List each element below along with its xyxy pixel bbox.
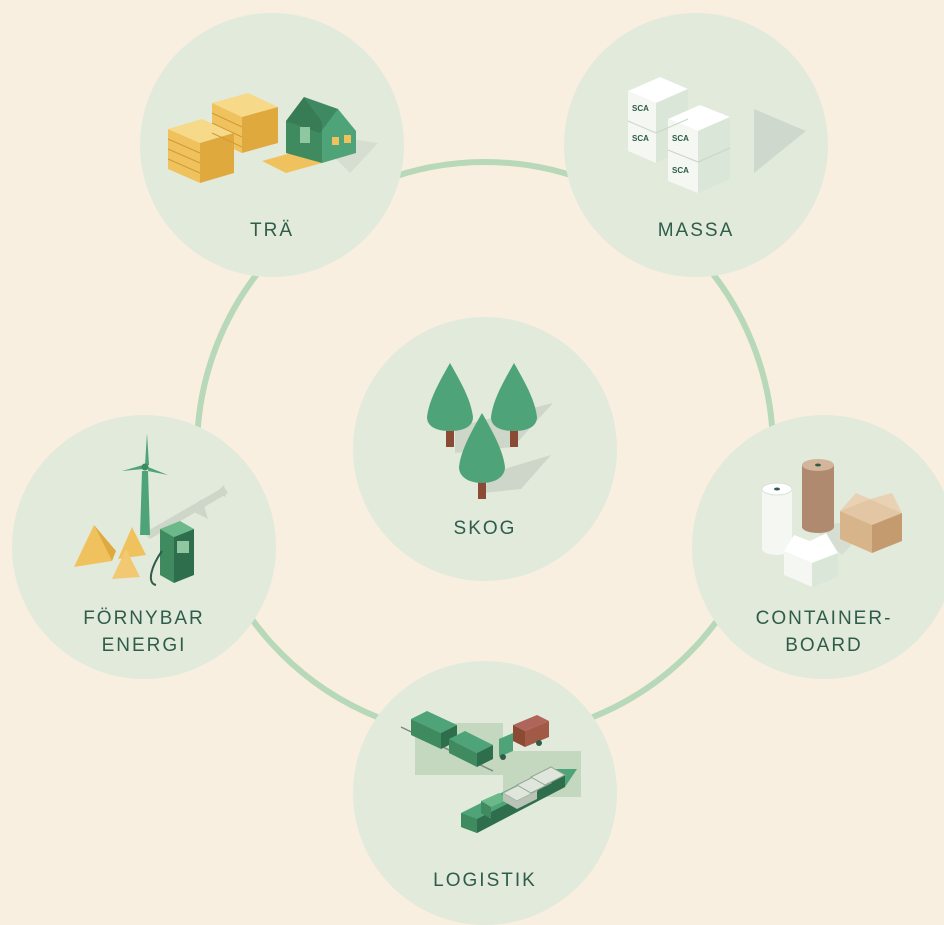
bale-logo: SCA	[632, 134, 649, 143]
pulp-bales-icon: SCA SCA SCA SCA	[627, 77, 806, 193]
label-line2: ENERGI	[101, 635, 187, 656]
center-label: SKOG	[453, 518, 517, 539]
node-containerboard: CONTAINER- BOARD	[692, 415, 944, 679]
node-tra: TRÄ	[140, 13, 404, 277]
node-massa: SCA SCA SCA SCA MASSA	[564, 13, 828, 277]
bale-logo: SCA	[672, 166, 689, 175]
node-energi: FÖRNYBAR ENERGI	[12, 415, 276, 679]
node-label: LOGISTIK	[433, 870, 537, 891]
renewable-energy-icon	[74, 433, 228, 586]
wood-house-icon	[167, 93, 378, 183]
forest-icon	[427, 363, 553, 499]
node-label: MASSA	[657, 220, 735, 241]
logistics-icon	[400, 711, 581, 833]
label-line1: CONTAINER-	[755, 608, 893, 629]
node-label: FÖRNYBAR ENERGI	[12, 605, 276, 659]
node-label: TRÄ	[250, 220, 294, 241]
bale-logo: SCA	[632, 104, 649, 113]
node-logistik: LOGISTIK	[353, 661, 617, 925]
label-line2: BOARD	[785, 635, 863, 656]
label-line1: FÖRNYBAR	[83, 608, 205, 629]
node-skog: SKOG	[353, 317, 617, 581]
containerboard-icon	[761, 459, 902, 587]
bale-logo: SCA	[672, 134, 689, 143]
node-label: CONTAINER- BOARD	[692, 605, 944, 659]
